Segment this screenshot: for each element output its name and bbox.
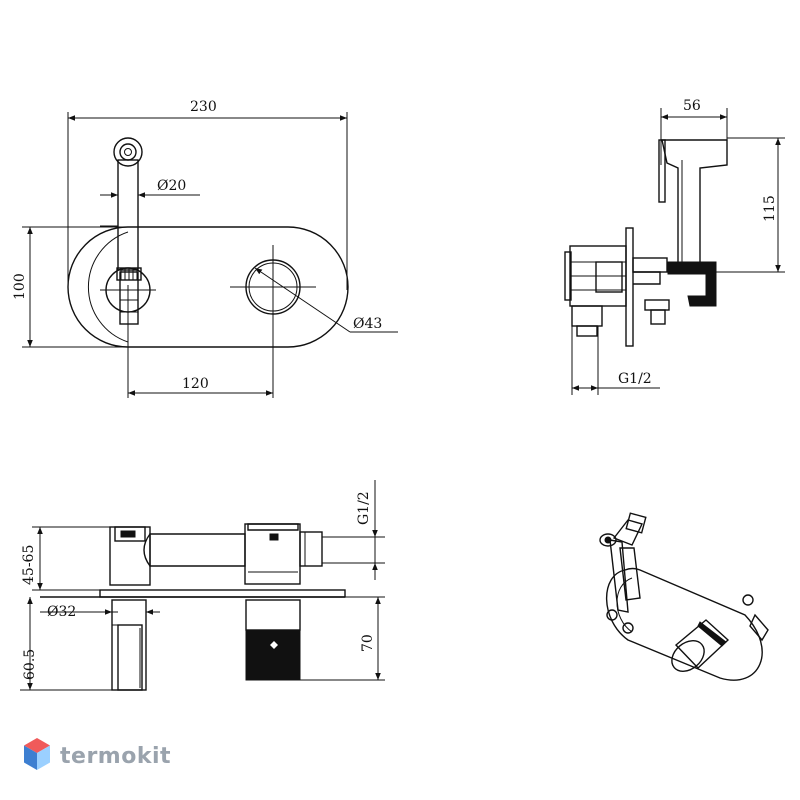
- side-depth-label: 56: [683, 98, 701, 114]
- side-view: 56 115 G1/2: [564, 98, 785, 395]
- side-height-label: 115: [762, 195, 778, 222]
- watermark-brand: termokit: [60, 743, 172, 769]
- hexagon-logo-icon: [22, 737, 52, 775]
- top-body-diameter-label: Ø32: [47, 604, 76, 620]
- width-dimension-label: 230: [190, 99, 217, 115]
- knob-diameter-label: Ø43: [353, 316, 382, 332]
- holder-diameter-label: Ø20: [157, 178, 186, 194]
- front-view: 230 100 120 Ø20: [12, 99, 398, 398]
- spacing-dimension-label: 120: [182, 376, 209, 392]
- top-view: G1/2 45-65 Ø32 60.5: [20, 480, 385, 691]
- side-thread-label: G1/2: [618, 371, 652, 387]
- height-dimension-label: 100: [12, 273, 28, 300]
- top-left-depth-label: 60.5: [22, 649, 38, 680]
- top-wall-depth-label: 45-65: [21, 545, 37, 585]
- top-right-depth-label: 70: [360, 634, 376, 652]
- top-outlet-thread-label: G1/2: [356, 491, 372, 525]
- isometric-view: [599, 512, 769, 681]
- watermark: termokit: [22, 736, 171, 776]
